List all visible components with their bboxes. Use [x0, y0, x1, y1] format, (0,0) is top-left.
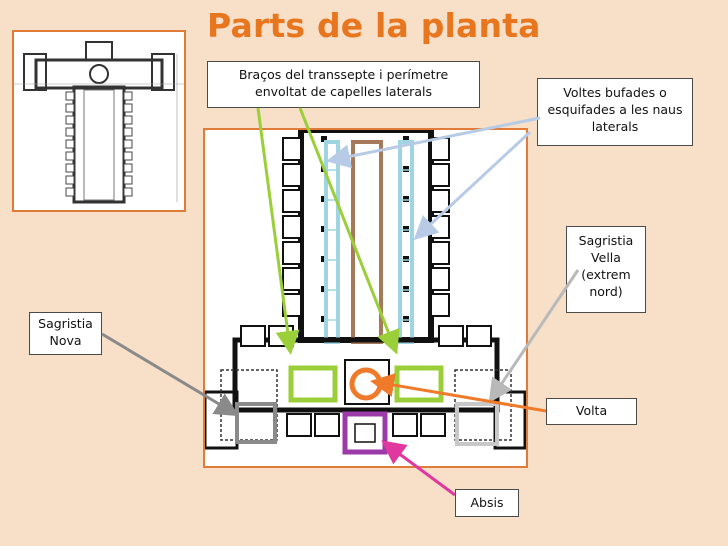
floor-plan-drawing — [203, 127, 527, 466]
page-title: Parts de la planta — [207, 6, 541, 45]
floor-plan — [203, 127, 528, 468]
label-transsepte-text: Braços del transsepte i perímetre envolt… — [238, 67, 449, 99]
label-absis: Absis — [455, 489, 519, 517]
label-sagristia-nova-text: Sagristia Nova — [38, 316, 93, 348]
label-volta: Volta — [546, 398, 637, 425]
full-plan-thumbnail — [12, 30, 186, 212]
label-sagristia-vella: Sagristia Vella (extrem nord) — [566, 226, 646, 313]
label-volta-text: Volta — [575, 403, 608, 418]
label-transsepte: Braços del transsepte i perímetre envolt… — [207, 61, 480, 108]
label-sagristia-vella-text: Sagristia Vella (extrem nord) — [578, 233, 634, 299]
full-plan-drawing — [14, 32, 184, 210]
label-voltes: Voltes bufades o esquifades a les naus l… — [537, 78, 693, 146]
label-absis-text: Absis — [470, 495, 504, 510]
label-sagristia-nova: Sagristia Nova — [29, 312, 102, 355]
label-voltes-text: Voltes bufades o esquifades a les naus l… — [547, 85, 683, 134]
